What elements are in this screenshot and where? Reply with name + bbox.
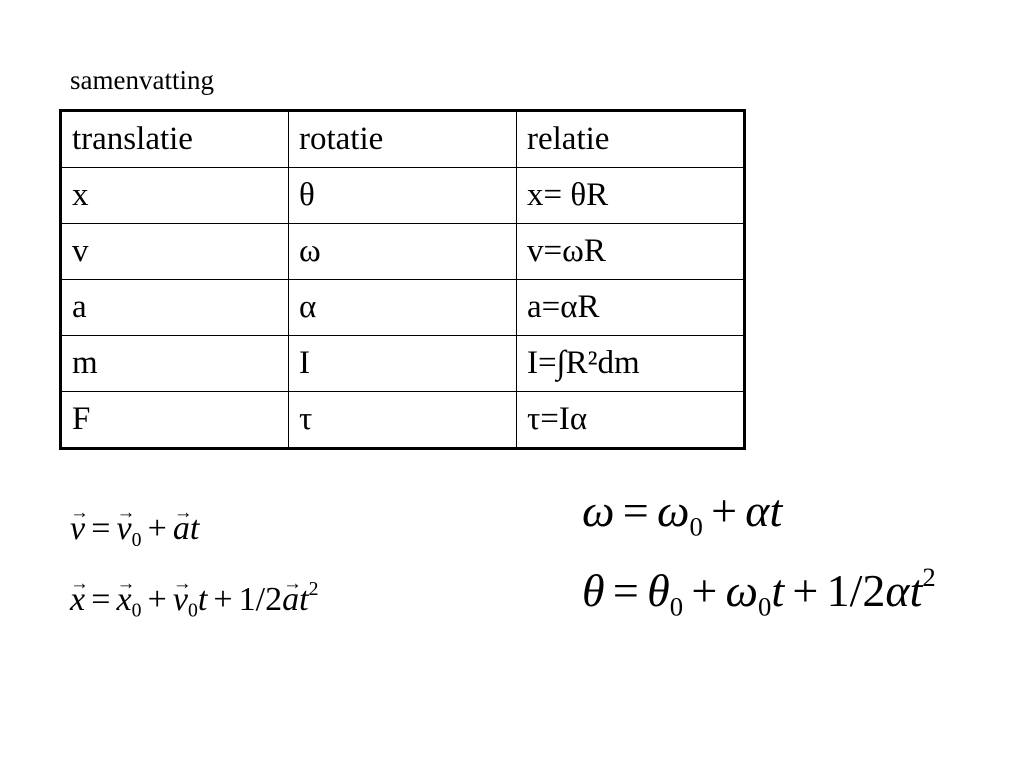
summary-table: translatie rotatie relatie x θ x= θR v ω… [59, 109, 746, 450]
header-cell-relatie: relatie [516, 110, 745, 168]
table-cell: x= θR [516, 167, 745, 224]
table-cell: v [60, 223, 289, 280]
table-cell: I [288, 335, 517, 392]
table-row: v ω v=ωR [60, 223, 745, 280]
table-header-row: translatie rotatie relatie [60, 110, 745, 168]
table-cell: a [60, 279, 289, 336]
table-cell: τ [288, 391, 517, 449]
table-cell: I=∫R²dm [516, 335, 745, 392]
table-row: m I I=∫R²dm [60, 335, 745, 392]
table-row: F τ τ=Iα [60, 391, 745, 449]
table-cell: v=ωR [516, 223, 745, 280]
equation-angular-position: θ=θ0+ω0t+1/2αt2 [582, 562, 936, 622]
table-cell: ω [288, 223, 517, 280]
slide-title: samenvatting [70, 65, 214, 95]
header-cell-translatie: translatie [60, 110, 289, 168]
table-cell: a=αR [516, 279, 745, 336]
table-cell: θ [288, 167, 517, 224]
equation-linear-position: x=x0+v0t+1/2at2 [70, 578, 318, 623]
table-row: a α a=αR [60, 279, 745, 336]
table-cell: α [288, 279, 517, 336]
table-cell: m [60, 335, 289, 392]
table-cell: x [60, 167, 289, 224]
table-cell: F [60, 391, 289, 449]
table-row: x θ x= θR [60, 167, 745, 224]
header-cell-rotatie: rotatie [288, 110, 517, 168]
equation-angular-velocity: ω=ω0+αt [582, 485, 783, 542]
table-cell: τ=Iα [516, 391, 745, 449]
equation-linear-velocity: v=v0+at [70, 510, 199, 552]
